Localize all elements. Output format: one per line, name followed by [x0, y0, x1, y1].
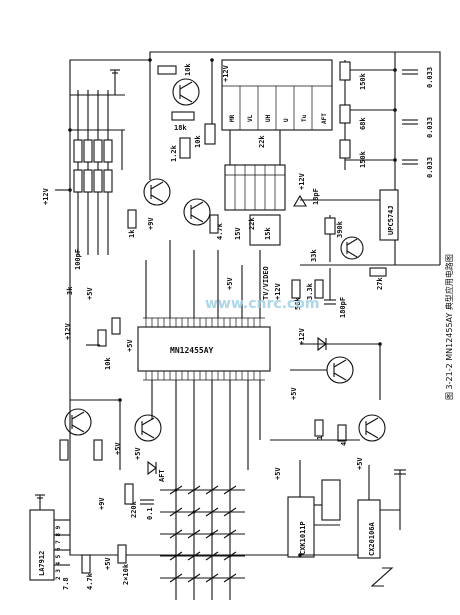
label-22k-b: 22k [248, 217, 256, 230]
ctrl-pin-u: U [283, 118, 290, 122]
transistor-q4-icon [326, 356, 354, 384]
ctrl-pin-uh: UH [265, 114, 272, 122]
rc-network-right: 150k 68k 150k 0.033 0.033 0.033 [339, 60, 434, 178]
label-5v-cx: +5V [356, 457, 364, 470]
label-7-8: 7.8 [62, 577, 70, 590]
label-4-7k-a: 4.7k [216, 222, 224, 240]
left-lower-section: +5V AFT +5V +9V 220k 0.1 [59, 399, 166, 520]
tv-video-area: TV/VIDEO +12V 56k 3.3k 180pF +5V [226, 266, 347, 318]
label-150k-a: 150k [359, 72, 367, 90]
label-0033-b: 0.033 [426, 117, 434, 138]
label-la7912: LA7912 [38, 551, 46, 576]
cx20106a-block: CX20106A +5V [300, 457, 406, 587]
label-5v-tv: +5V [226, 277, 234, 290]
transistor-q2-icon [143, 178, 171, 206]
label-12v-upc: +12V [298, 172, 306, 190]
junction-dots [68, 58, 397, 558]
label-18k: 18k [174, 124, 187, 132]
main-ic-mn12455ay: MN12455AY +5V 10k +12V [64, 240, 271, 480]
main-ic-label: MN12455AY [170, 346, 214, 355]
label-1k: 1k [128, 229, 136, 238]
label-5v-cxk: +5V [274, 467, 282, 480]
control-connector: MR VL UH U Tu AFT +12V [221, 59, 333, 131]
label-0033-c: 0.033 [426, 157, 434, 178]
cxk1011p-block: CXK1011P +5V [274, 460, 341, 558]
label-5v-ic: +5V [126, 339, 134, 352]
label-0-1: 0.1 [146, 507, 154, 520]
label-15k: 15k [264, 227, 272, 240]
label-27k: 27k [376, 277, 384, 290]
label-5v-aft: +5V [134, 447, 142, 460]
label-cx20106a: CX20106A [368, 521, 376, 556]
label-12v-ic: +12V [64, 322, 72, 340]
label-15v: 15V [234, 227, 242, 240]
label-12v-left: +12V [42, 187, 50, 205]
label-3-3k: 3.3k [306, 282, 314, 300]
transistor-q5-icon [358, 414, 386, 442]
label-5v-right: +5V [290, 387, 298, 400]
transistor-q6-icon [64, 408, 92, 436]
label-100pf: 100pF [74, 249, 82, 270]
label-la7912-pins: 2 3 4 5 6 7 8 9 [55, 525, 62, 580]
watermark: www.cnrc.com [205, 296, 320, 312]
label-390k: 390k [336, 220, 344, 238]
right-led-section: +12V +5V 100 4.7k [270, 327, 386, 446]
label-upc574j: UPC574J [387, 205, 395, 235]
label-12v-right: +12V [298, 327, 306, 345]
ir-receiver-icon [370, 567, 394, 587]
label-180pf: 180pF [339, 297, 347, 318]
label-9v-left: +9V [98, 497, 106, 510]
label-5v-left: +5V [86, 287, 94, 300]
upc574j-section: UPC574J 390k 18pF 33k 27k +12V [293, 172, 399, 290]
label-0033-a: 0.033 [426, 67, 434, 88]
label-56k: 56k [294, 297, 302, 310]
ic-pins-top [145, 318, 261, 327]
label-18pf: 18pF [312, 188, 320, 205]
label-220k: 220k [130, 500, 138, 518]
label-10k-ic: 10k [104, 357, 112, 370]
label-4-7k-c: 4.7k [86, 572, 94, 590]
label-10k-a: 10k [194, 135, 202, 148]
la7912-block: LA7912 2 3 4 5 6 7 8 9 7.8 4.7k +5V 2×10… [29, 494, 130, 590]
label-5v-la: +5V [104, 557, 112, 570]
ctrl-pin-aft: AFT [321, 113, 328, 124]
label-22k-a: 22k [258, 135, 266, 148]
key-matrix [160, 480, 245, 600]
center-interface: 22k 22k 15k [224, 130, 286, 246]
label-3k: 3k [66, 286, 74, 295]
left-resistor-ladder: +12V 100pF 3k +5V [42, 69, 125, 300]
label-12v-ctrl: +12V [222, 64, 230, 82]
transistor-upc-icon [340, 236, 364, 260]
label-aft: AFT [158, 469, 166, 482]
ctrl-pin-vl: VL [247, 114, 254, 122]
label-150k-b: 150k [359, 150, 367, 168]
top-transistor-cluster: 10k 18k 10k 1.2k 1k +9V 4.7k 15V [127, 60, 242, 240]
label-2x10k: 2×10k [122, 563, 130, 585]
label-33k: 33k [310, 249, 318, 262]
label-9v-q2: +9V [147, 217, 155, 230]
ctrl-pin-mr: MR [229, 114, 236, 122]
transistor-q3-icon [183, 198, 211, 226]
label-cxk1011p: CXK1011P [299, 521, 307, 555]
label-5v-left-lower: +5V [114, 442, 122, 455]
label-12v-tv: +12V [274, 282, 282, 300]
figure-caption: 图 3-21-2 MN12455AY 典型应用电路图 [444, 254, 454, 400]
aft-diode-icon [147, 460, 157, 476]
ic-pins-bottom [145, 371, 261, 380]
transistor-q1-icon [172, 78, 200, 106]
ctrl-pin-tu: Tu [301, 114, 308, 122]
label-68k: 68k [359, 117, 367, 130]
transistor-q7-icon [134, 414, 162, 442]
label-tv-video: TV/VIDEO [262, 266, 270, 300]
label-1-2k: 1.2k [170, 144, 178, 162]
label-10k-top: 10k [184, 63, 192, 76]
